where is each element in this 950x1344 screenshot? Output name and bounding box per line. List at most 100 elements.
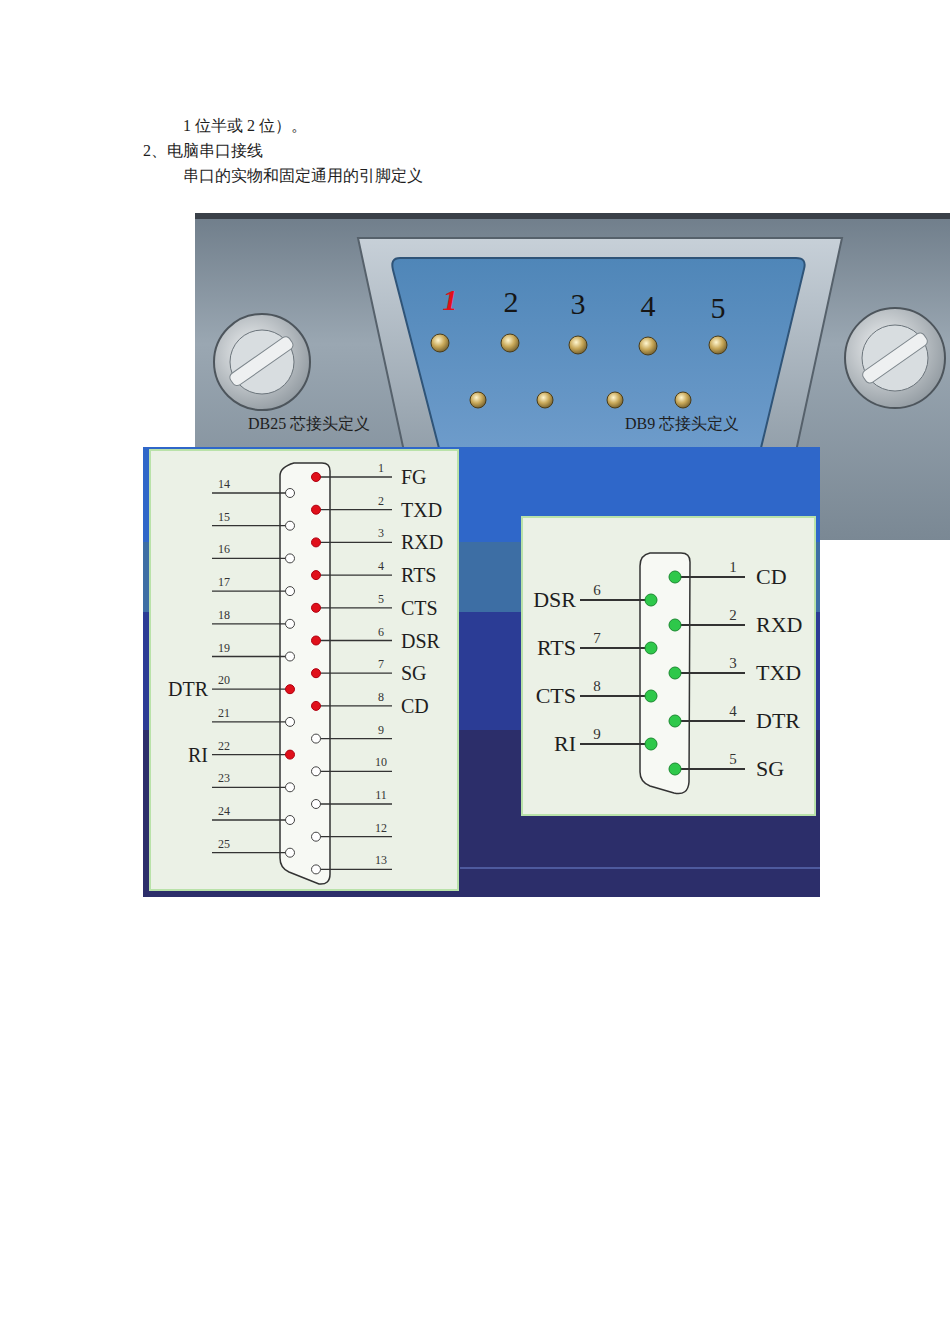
pin-dot bbox=[286, 587, 295, 596]
screw bbox=[214, 314, 310, 410]
pin-lead bbox=[316, 607, 392, 608]
pin-lead bbox=[316, 574, 392, 575]
signal-name: RXD bbox=[401, 532, 443, 552]
background-line bbox=[460, 867, 820, 869]
pin-dot bbox=[645, 642, 657, 654]
pin bbox=[431, 334, 449, 352]
pin-dot bbox=[669, 571, 681, 583]
pin-number: 21 bbox=[218, 707, 230, 719]
signal-name: RXD bbox=[756, 614, 802, 636]
pin-lead bbox=[316, 476, 392, 477]
pin-dot bbox=[645, 594, 657, 606]
pin-dot bbox=[286, 685, 295, 694]
pin-lead bbox=[212, 721, 290, 722]
pin bbox=[569, 336, 587, 354]
pin-leads bbox=[212, 473, 745, 874]
figure-caption: DB25 芯接头定义 bbox=[248, 416, 370, 432]
pin-number: 24 bbox=[218, 805, 230, 817]
pin-dot bbox=[312, 603, 321, 612]
pin-number: 14 bbox=[218, 478, 230, 490]
pin-number: 2 bbox=[504, 287, 519, 317]
signal-name: RI bbox=[188, 745, 208, 765]
pin-number: 16 bbox=[218, 543, 230, 555]
pin-number: 10 bbox=[375, 756, 387, 768]
pin-lead bbox=[675, 720, 745, 722]
pin-dot bbox=[312, 473, 321, 482]
signal-name: DSR bbox=[533, 589, 576, 611]
pin-lead bbox=[212, 754, 290, 755]
pin-number: 5 bbox=[711, 293, 726, 323]
pin-dot bbox=[669, 715, 681, 727]
pin-number: 20 bbox=[218, 674, 230, 686]
pin-lead bbox=[316, 542, 392, 543]
pin-dot bbox=[286, 489, 295, 498]
pin-lead bbox=[212, 623, 290, 624]
pinout-background bbox=[143, 447, 820, 897]
signal-name: SG bbox=[756, 758, 784, 780]
pin-dot bbox=[312, 505, 321, 514]
signal-name: DTR bbox=[756, 710, 800, 732]
pin-lead bbox=[316, 509, 392, 510]
signal-name: TXD bbox=[756, 662, 801, 684]
pin-lead bbox=[675, 576, 745, 578]
pin-number: 1 bbox=[729, 560, 737, 575]
pin-number: 19 bbox=[218, 642, 230, 654]
screw-slot bbox=[228, 335, 295, 388]
pin-number: 13 bbox=[375, 854, 387, 866]
section-heading: 2、电脑串口接线 bbox=[143, 143, 263, 159]
figure-caption: DB9 芯接头定义 bbox=[625, 416, 739, 432]
pin-number: 15 bbox=[218, 511, 230, 523]
pin-number: 5 bbox=[729, 752, 737, 767]
pin-number: 3 bbox=[729, 656, 737, 671]
pin-lead bbox=[212, 492, 290, 493]
pin-lead bbox=[212, 852, 290, 853]
pin-dot bbox=[286, 717, 295, 726]
pin-dot bbox=[645, 690, 657, 702]
pin-number: 4 bbox=[378, 560, 384, 572]
pin-lead bbox=[316, 738, 392, 739]
pin-number: 9 bbox=[378, 724, 384, 736]
pin-lead bbox=[316, 640, 392, 641]
pin-lead bbox=[212, 525, 290, 526]
pin-number: 17 bbox=[218, 576, 230, 588]
pin-dot bbox=[312, 636, 321, 645]
pin-number: 1 bbox=[443, 285, 458, 315]
signal-name: CD bbox=[756, 566, 787, 588]
body-text: 串口的实物和固定通用的引脚定义 bbox=[183, 168, 423, 184]
db9-panel bbox=[522, 517, 815, 815]
pin bbox=[470, 392, 486, 408]
signal-name: DTR bbox=[168, 679, 208, 699]
signal-name: RTS bbox=[537, 637, 576, 659]
pin-dot bbox=[286, 521, 295, 530]
pin-number: 18 bbox=[218, 609, 230, 621]
pin-lead bbox=[580, 647, 651, 649]
signal-name: CTS bbox=[401, 598, 438, 618]
pin-dot bbox=[312, 767, 321, 776]
pin-dot bbox=[312, 538, 321, 547]
pin-lead bbox=[316, 673, 392, 674]
pin-lead bbox=[212, 787, 290, 788]
pin-dot bbox=[669, 667, 681, 679]
pin-lead bbox=[316, 705, 392, 706]
d-shell bbox=[358, 238, 842, 470]
pin-lead bbox=[316, 803, 392, 804]
pin-number: 7 bbox=[593, 631, 601, 646]
pin-number: 3 bbox=[378, 527, 384, 539]
signal-name: CTS bbox=[536, 685, 576, 707]
pin-number: 8 bbox=[378, 691, 384, 703]
pin-number: 12 bbox=[375, 822, 387, 834]
pin-number: 8 bbox=[593, 679, 601, 694]
pin-dot bbox=[286, 652, 295, 661]
pin-lead bbox=[316, 836, 392, 837]
pin-number: 11 bbox=[375, 789, 387, 801]
signal-name: FG bbox=[401, 467, 427, 487]
pin-number: 4 bbox=[729, 704, 737, 719]
pin-lead bbox=[212, 656, 290, 657]
pin-lead bbox=[212, 819, 290, 820]
pin-lead bbox=[675, 624, 745, 626]
signal-name: SG bbox=[401, 663, 427, 683]
pin-lead bbox=[212, 558, 290, 559]
